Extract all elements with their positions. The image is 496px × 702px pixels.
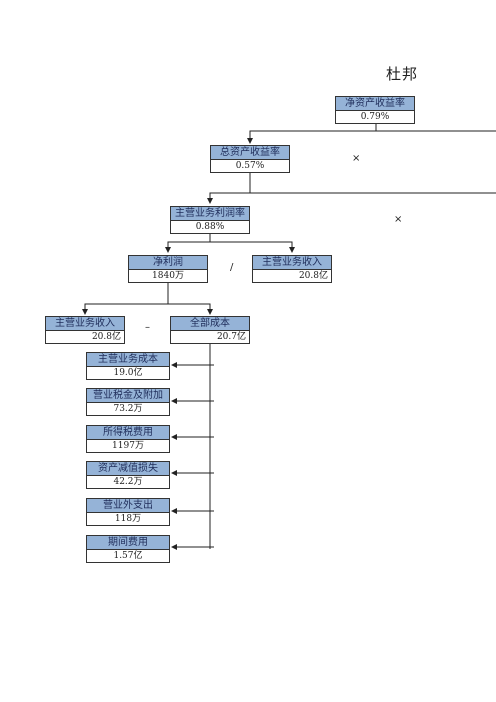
period-expense-label: 期间费用: [87, 536, 169, 550]
roe-box: 净资产收益率 0.79%: [335, 96, 415, 124]
net-profit-value: 1840万: [152, 271, 184, 281]
roe-label: 净资产收益率: [336, 97, 414, 111]
multiply-operator-1: ×: [352, 153, 361, 164]
revenue-lower-value: 20.8亿: [91, 332, 121, 342]
connector-netprofit-cost: [168, 303, 213, 315]
non-op-expense-box: 营业外支出 118万: [86, 498, 170, 526]
income-tax-value: 1197万: [112, 441, 144, 451]
connector-netprofit-split: [82, 281, 169, 315]
page-title: 杜邦: [386, 65, 419, 83]
multiply-operator-2: ×: [394, 214, 403, 225]
income-tax-label: 所得税费用: [87, 426, 169, 440]
revenue-upper-value: 20.8亿: [298, 271, 328, 281]
net-profit-box: 净利润 1840万: [128, 255, 208, 283]
connector-roe-roa: [247, 121, 377, 144]
impairment-box: 资产减值损失 42.2万: [86, 461, 170, 489]
connector-margin-split: [165, 231, 211, 253]
revenue-lower-label: 主营业务收入: [46, 317, 124, 331]
margin-label: 主营业务利润率: [171, 207, 249, 221]
total-cost-label: 全部成本: [171, 317, 249, 331]
revenue-upper-label: 主营业务收入: [253, 256, 331, 270]
non-op-expense-value: 118万: [114, 514, 142, 524]
margin-box: 主营业务利润率 0.88%: [170, 206, 250, 234]
connector-margin-revenue: [210, 241, 295, 253]
period-expense-value: 1.57亿: [113, 551, 143, 561]
impairment-label: 资产减值损失: [87, 462, 169, 476]
minus-operator: –: [145, 322, 150, 333]
roa-box: 总资产收益率 0.57%: [210, 145, 290, 173]
revenue-box-upper: 主营业务收入 20.8亿: [252, 255, 332, 283]
total-cost-value: 20.7亿: [216, 332, 246, 342]
impairment-value: 42.2万: [113, 477, 143, 487]
roa-label: 总资产收益率: [211, 146, 289, 160]
tax-surcharge-value: 73.2万: [113, 404, 143, 414]
tax-surcharge-box: 营业税金及附加 73.2万: [86, 388, 170, 416]
net-profit-label: 净利润: [129, 256, 207, 270]
cogs-box: 主营业务成本 19.0亿: [86, 352, 170, 380]
connector-roa-margin: [207, 170, 251, 204]
roe-value: 0.79%: [360, 112, 390, 122]
income-tax-box: 所得税费用 1197万: [86, 425, 170, 453]
revenue-box-lower: 主营业务收入 20.8亿: [45, 316, 125, 344]
non-op-expense-label: 营业外支出: [87, 499, 169, 513]
roa-value: 0.57%: [235, 161, 265, 171]
divide-operator: /: [230, 262, 234, 273]
margin-value: 0.88%: [195, 222, 225, 232]
total-cost-box: 全部成本 20.7亿: [170, 316, 250, 344]
period-expense-box: 期间费用 1.57亿: [86, 535, 170, 563]
cogs-label: 主营业务成本: [87, 353, 169, 367]
tax-surcharge-label: 营业税金及附加: [87, 389, 169, 403]
cogs-value: 19.0亿: [113, 368, 143, 378]
